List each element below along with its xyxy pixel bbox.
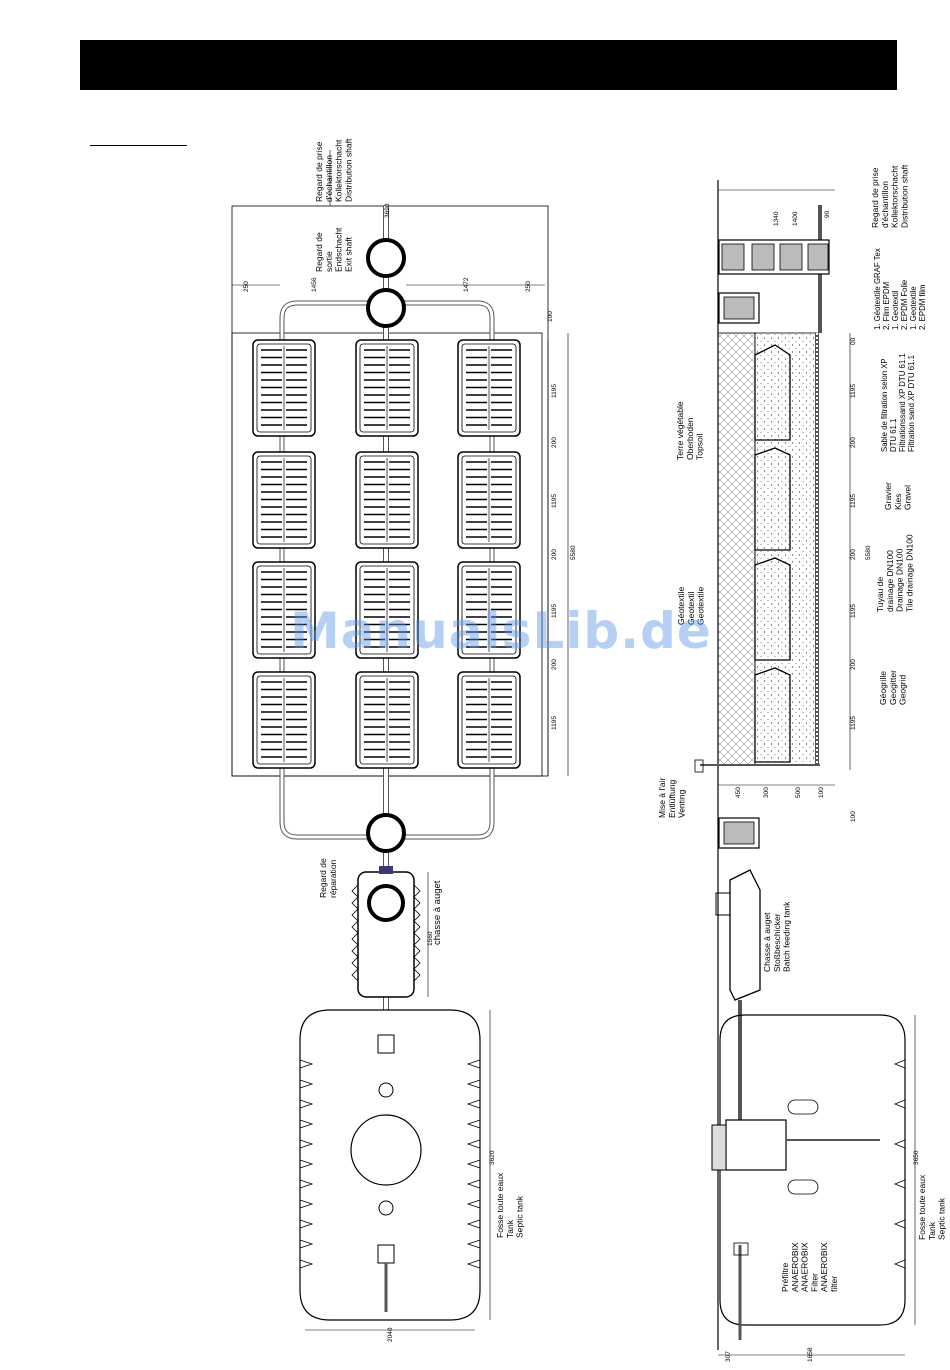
exit-shaft-icon [366,288,406,328]
dim-layer-1: 450 [735,787,742,798]
section-view [694,180,916,1356]
dim-section-top: 00 [850,337,857,345]
filter-module [355,561,419,659]
drawing-labels: Regard de prised'échantillonKollektorsch… [243,138,947,1362]
dim-left-offset: 1456 [311,277,318,292]
label-batch-tank-plan: chasse à auget [432,880,443,945]
plan-modules [252,339,521,769]
septic-tank-plan [299,1009,481,1321]
dim-s-total: 5580 [865,545,872,560]
label-sand: Sable de filtration selon XPDTU 61.1Filt… [880,353,916,452]
label-topsoil: Terre végétableOberbodenTopsoil [675,401,705,460]
section-heading-underline [90,145,187,146]
dim-s-gap-1: 200 [850,437,857,448]
label-drain-pipe: Tuyau dedrainage DN100Drainage DN100Tile… [875,534,914,612]
dim-top: 3690 [384,203,391,218]
dim-tank-offset: 307 [725,1351,732,1362]
label-distribution-shaft: Regard de prised'échantillonKollektorsch… [314,138,353,202]
dim-module-1: 1195 [551,384,558,398]
plan-view [231,150,569,1331]
filter-module [252,451,316,549]
filter-module [457,671,521,769]
label-batch-tank-section: Chasse à augetStoßbeschickerBatch feedin… [762,901,792,972]
label-geotextile: GéotextileGeotextilGeotextile [676,586,706,625]
batch-tank-section [729,869,761,1001]
label-gravel: GravierKiesGravel [883,482,913,510]
label-distribution-shaft-section: Regard de prised'échantillonKollektorsch… [870,164,909,228]
filter-module [355,339,419,437]
dim-height-1: 1340 [773,211,780,226]
dim-gap-3: 200 [551,659,558,670]
dim-total: 5580 [570,545,577,560]
dim-layer-4: 100 [818,787,825,798]
topsoil-layer [717,332,756,766]
anaerobix-filter-icon [725,1119,787,1171]
label-septic-tank-section: Fosse toute eauxTankSeptic tank [917,1174,947,1240]
distribution-shaft-icon [366,238,406,278]
section-modules [754,344,791,763]
label-septic-tank-plan: Fosse toute eauxTankSeptic tank [495,1172,525,1238]
dim-top-gap: 100 [547,311,554,322]
gravel-sand-layer [754,332,818,766]
batch-tank-lid-icon [367,884,405,922]
septic-tank-section [719,1014,906,1326]
header-bar [80,40,897,90]
dim-s-module-1: 1195 [850,384,857,398]
dim-right-margin: 250 [525,281,532,292]
dim-right-offset: 1472 [463,277,470,292]
dim-batch-tank: 1560 [427,931,434,946]
filter-module [457,339,521,437]
dim-bottom: 100 [850,811,857,822]
dim-module-4: 1195 [551,716,558,730]
repair-shaft-icon [366,813,406,853]
dim-module-2: 1195 [551,494,558,508]
dim-s-gap-2: 200 [850,549,857,560]
dim-tank-width: 2040 [387,1327,394,1342]
dim-s-module-4: 1195 [850,716,857,730]
dim-gap-1: 200 [551,437,558,448]
dim-height-2: 1400 [792,211,799,226]
plan-pipe-loop-inner [280,301,494,839]
dim-s-tank-width: 1658 [807,1347,814,1362]
filter-module [252,561,316,659]
label-exit-shaft: Regard desortieEndschachtExit shaft [314,227,353,272]
dim-layer-3: 500 [795,787,802,798]
label-film: 1. Géotextile GRAF Tex2. Film EPDM1. Geo… [873,248,927,330]
septic-tank-lid-icon [350,1114,422,1186]
filter-module [355,451,419,549]
dim-left-margin: 250 [243,281,250,292]
filter-module [457,561,521,659]
dim-gap-2: 200 [551,549,558,560]
dim-shaft-width: 90 [824,210,831,218]
dim-s-tank-length: 3650 [913,1150,920,1165]
dim-module-3: 1195 [551,604,558,618]
label-repair-shaft: Regard deréparation [318,858,338,898]
dim-tank-length: 3620 [489,1150,496,1165]
filter-module [457,451,521,549]
dim-s-gap-3: 200 [850,659,857,670]
label-venting: Mise à l'airEntlüftungVenting [657,777,687,818]
dim-s-module-3: 1195 [850,604,857,618]
filter-module [252,339,316,437]
filter-module [252,671,316,769]
label-geogrid: GéogrilleGeogitterGeogrid [878,670,908,705]
dim-layer-2: 300 [763,787,770,798]
dim-s-module-2: 1195 [850,494,857,508]
filter-module [355,671,419,769]
label-filter: PréfiltreANAEROBIXANAEROBIXFilterANAEROB… [780,1242,839,1292]
